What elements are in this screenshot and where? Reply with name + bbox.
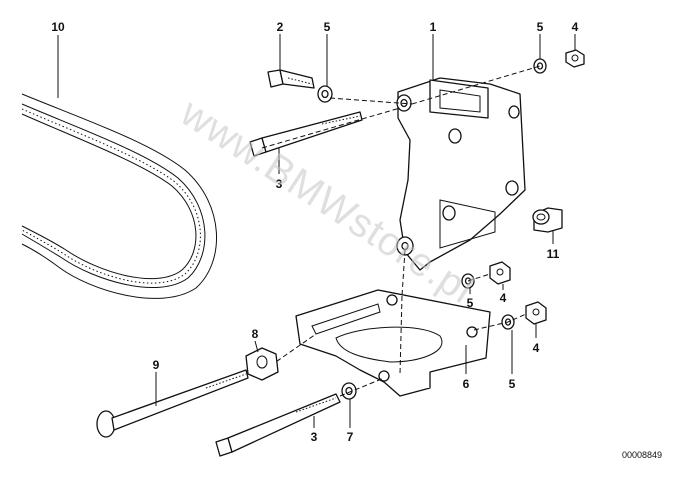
nut-mid-right-lower xyxy=(525,301,547,325)
washer-upper-right xyxy=(533,58,547,74)
callout-9: 9 xyxy=(153,358,160,372)
callout-5-upper-left: 5 xyxy=(324,20,331,34)
callout-labels: 10 2 5 1 5 4 3 11 5 4 8 4 9 6 5 3 7 xyxy=(51,20,578,444)
nut-upper-right xyxy=(565,49,585,68)
callout-5-mid-upper: 5 xyxy=(467,296,474,310)
washer-lower xyxy=(341,382,357,400)
callout-3-upper: 3 xyxy=(276,177,283,191)
spacer-sleeve xyxy=(532,207,563,233)
adjusting-nut xyxy=(245,347,279,381)
adjusting-plate xyxy=(295,289,491,397)
washer-upper-left xyxy=(317,85,333,103)
callout-11: 11 xyxy=(547,247,560,261)
callout-3-lower: 3 xyxy=(311,430,318,444)
leader-lines xyxy=(57,34,576,428)
callout-7: 7 xyxy=(347,430,354,444)
callout-6: 6 xyxy=(463,377,470,391)
callout-4-mid-lower: 4 xyxy=(533,341,540,355)
callout-2: 2 xyxy=(277,20,284,34)
callout-5-upper-right: 5 xyxy=(537,20,544,34)
nut-mid-right-upper xyxy=(489,261,511,285)
callout-4-mid-upper: 4 xyxy=(500,291,507,305)
drawing-reference-code: 00008849 xyxy=(622,450,662,460)
v-belt xyxy=(21,93,218,299)
callout-10: 10 xyxy=(51,20,65,34)
callout-1: 1 xyxy=(430,20,437,34)
callout-5-lower: 5 xyxy=(509,377,516,391)
bolt-upper xyxy=(267,69,315,89)
callout-4-upper-right: 4 xyxy=(572,20,579,34)
adjusting-bolt xyxy=(96,369,249,438)
callout-8: 8 xyxy=(252,327,259,341)
long-bolt-lower xyxy=(215,393,341,457)
